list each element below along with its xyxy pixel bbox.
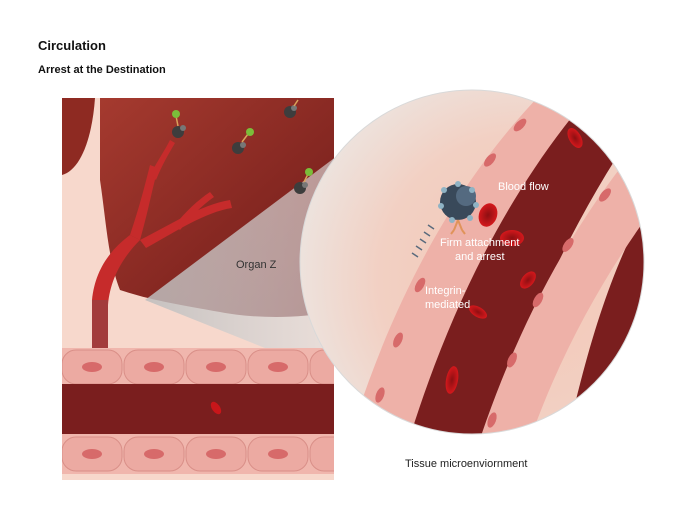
red-blood-cell-icon xyxy=(641,122,644,134)
vessel-lumen xyxy=(62,384,334,434)
tumor-cell-cluster-icon xyxy=(232,128,254,154)
tumor-cell-cluster-icon xyxy=(172,110,186,138)
page-title: Circulation xyxy=(38,38,106,53)
integrin-strands xyxy=(411,224,435,258)
tumor-cell-cluster-icon xyxy=(294,168,313,194)
blood-flow-label: Blood flow xyxy=(498,181,549,193)
red-blood-cell-icon xyxy=(478,203,498,227)
integrin-line2: mediated xyxy=(425,299,471,311)
red-blood-cell-icon xyxy=(520,271,536,289)
red-blood-cell-icon xyxy=(567,128,583,148)
zoom-cone xyxy=(145,158,334,376)
left-panel xyxy=(62,98,334,480)
tumor-cell-cluster-icon xyxy=(438,181,479,235)
tissue-microenvironment-label: Tissue microenviornment xyxy=(405,458,528,470)
integrin-line1: Integrin- xyxy=(425,285,466,297)
page-subtitle: Arrest at the Destination xyxy=(38,64,166,76)
integrin-label: Integrin- mediated xyxy=(425,284,470,312)
red-blood-cell-icon xyxy=(445,366,459,394)
firm-attachment-line1: Firm attachment xyxy=(440,237,520,249)
red-blood-cell-icon xyxy=(500,230,524,246)
firm-attachment-label: Firm attachment and arrest xyxy=(440,236,519,264)
organ-z-label: Organ Z xyxy=(236,259,277,271)
tumor-cell-cluster-icon xyxy=(284,99,299,118)
firm-attachment-line2: and arrest xyxy=(454,251,505,263)
red-blood-cell-icon xyxy=(210,401,222,415)
magnified-view xyxy=(299,89,645,435)
red-blood-cell-icon xyxy=(468,305,488,319)
